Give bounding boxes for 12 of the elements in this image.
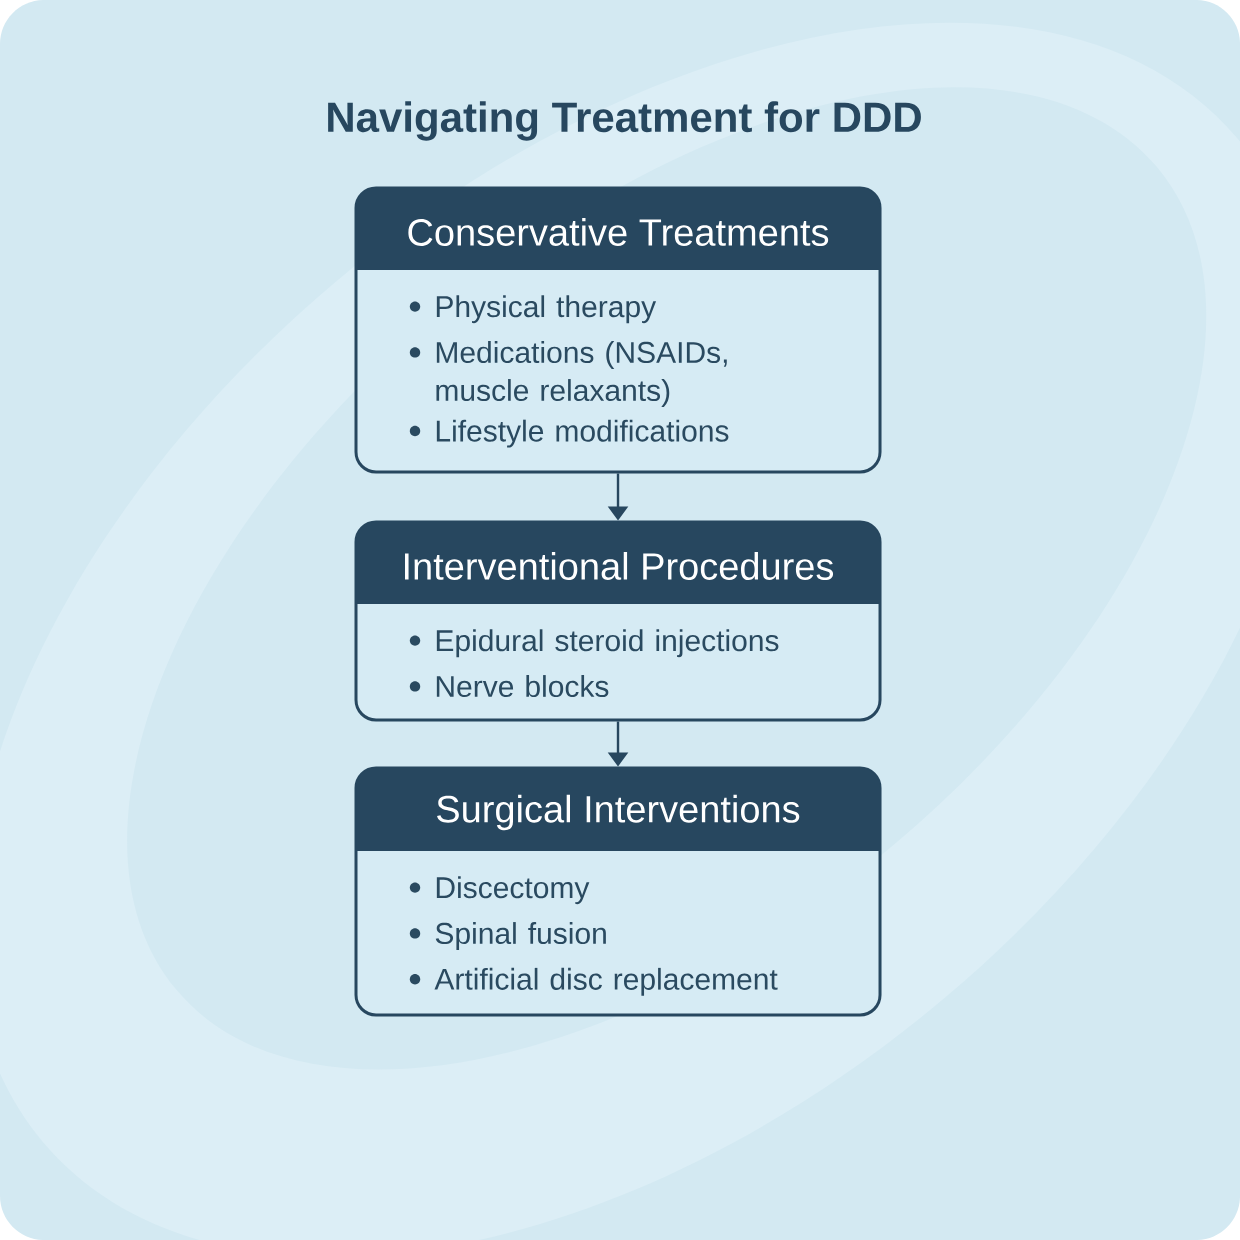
list-item: Spinal fusion: [435, 922, 606, 950]
box-header: Conservative Treatments: [356, 188, 880, 270]
list-item: Epidural steroid injections: [436, 629, 779, 658]
title: Navigating Treatment for DDD: [328, 101, 921, 141]
list-item: Artificial disc replacement: [434, 967, 778, 996]
list-item: Medications (NSAIDs, muscle relaxants): [436, 341, 727, 407]
list-item: Physical therapy: [436, 295, 657, 324]
list-item: Nerve blocks: [436, 675, 609, 698]
list-item: Lifestyle modifications: [436, 419, 729, 448]
list-item: Discectomy: [436, 876, 590, 905]
box-header: Surgical Interventions: [356, 768, 880, 851]
box-header: Interventional Procedures: [356, 522, 880, 604]
